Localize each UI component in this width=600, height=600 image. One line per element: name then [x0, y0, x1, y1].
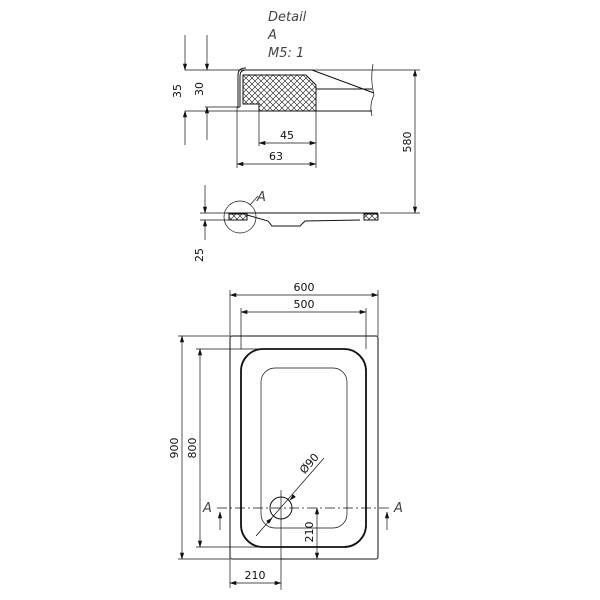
dim-35: 35 [171, 84, 184, 98]
side-view: A 25 [193, 185, 379, 262]
detail-a-circle [223, 200, 257, 234]
detail-dimensions: 35 30 45 63 580 [171, 35, 420, 214]
detail-ref: A [267, 28, 277, 43]
detail-profile [185, 63, 420, 117]
dim-drain-from-side: 210 [245, 569, 266, 582]
dim-500: 500 [294, 298, 315, 311]
plan-dimensions: 600 500 900 800 210 210 [168, 281, 379, 588]
detail-scale: M5: 1 [268, 46, 304, 61]
dim-25: 25 [193, 248, 206, 262]
dim-800: 800 [186, 438, 199, 459]
plan-view: Ø90 A A [202, 335, 403, 590]
section-marker-left: A [202, 501, 212, 516]
detail-heading: Detail A M5: 1 [267, 10, 307, 61]
detail-title: Detail [268, 10, 307, 25]
dim-900: 900 [168, 438, 181, 459]
dim-30: 30 [193, 82, 206, 96]
side-section-label: A [256, 190, 266, 205]
dim-drain-dia: Ø90 [297, 451, 322, 477]
dim-600: 600 [294, 281, 315, 294]
dim-drain-from-end: 210 [303, 522, 316, 543]
dim-63: 63 [269, 150, 283, 163]
section-marker-right: A [393, 501, 403, 516]
dim-45: 45 [280, 129, 294, 142]
dim-580: 580 [401, 132, 414, 153]
